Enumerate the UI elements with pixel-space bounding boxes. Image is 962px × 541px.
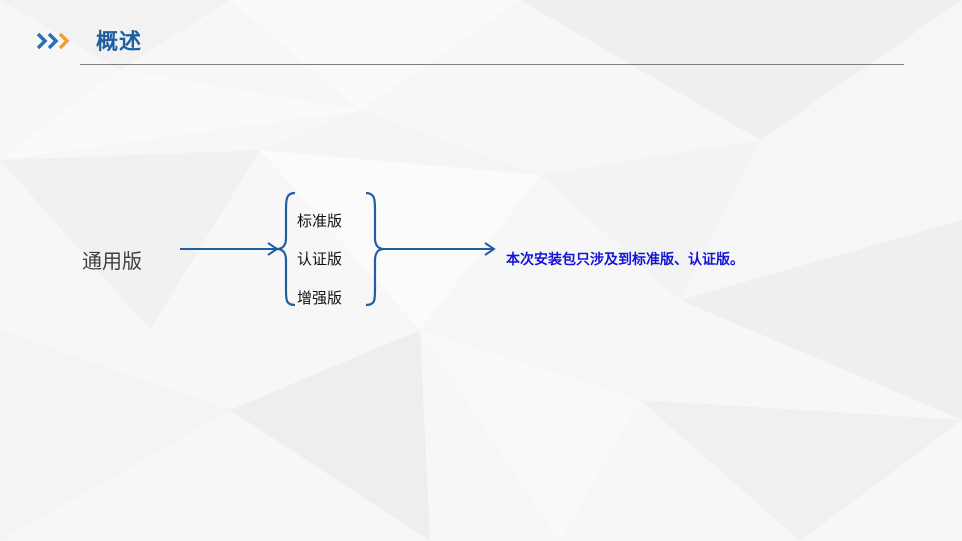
title-divider — [80, 64, 904, 65]
left-brace — [276, 191, 296, 307]
edition-certified: 认证版 — [297, 250, 343, 268]
scope-note: 本次安装包只涉及到标准版、认证版。 — [506, 252, 744, 268]
edition-enhanced: 增强版 — [297, 289, 343, 307]
right-brace — [365, 191, 385, 307]
chevron-right-icon — [36, 32, 70, 50]
edition-standard: 标准版 — [297, 212, 343, 230]
page-title: 概述 — [96, 30, 143, 55]
general-edition-label: 通用版 — [82, 249, 142, 273]
note-arrowhead — [484, 242, 496, 256]
